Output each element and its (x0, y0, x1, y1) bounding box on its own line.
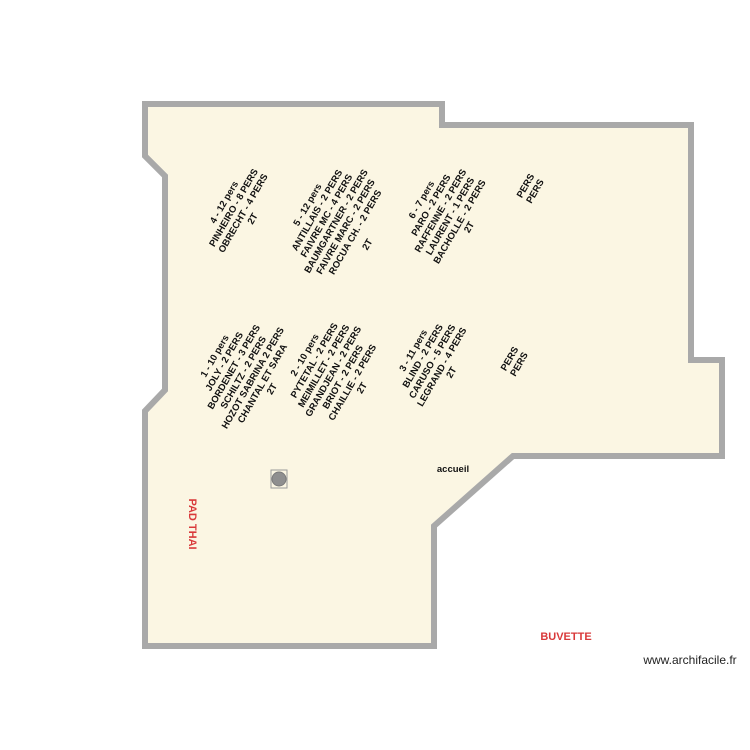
pad-thai-label: PAD THAI (186, 498, 198, 549)
table-line: 2T (246, 211, 261, 226)
table-line: 2T (265, 382, 280, 397)
table-line: 2T (462, 220, 477, 235)
accueil-label: accueil (437, 464, 469, 475)
table-line: 2T (355, 381, 370, 396)
room-floor (142, 101, 725, 649)
round-table-icon (270, 469, 288, 489)
watermark: www.archifacile.fr (642, 653, 736, 667)
table-line: 2T (360, 237, 375, 252)
table-line: 2T (444, 365, 459, 380)
buvette-label: BUVETTE (540, 631, 591, 643)
table-5-tables-count: 2T (360, 237, 375, 252)
